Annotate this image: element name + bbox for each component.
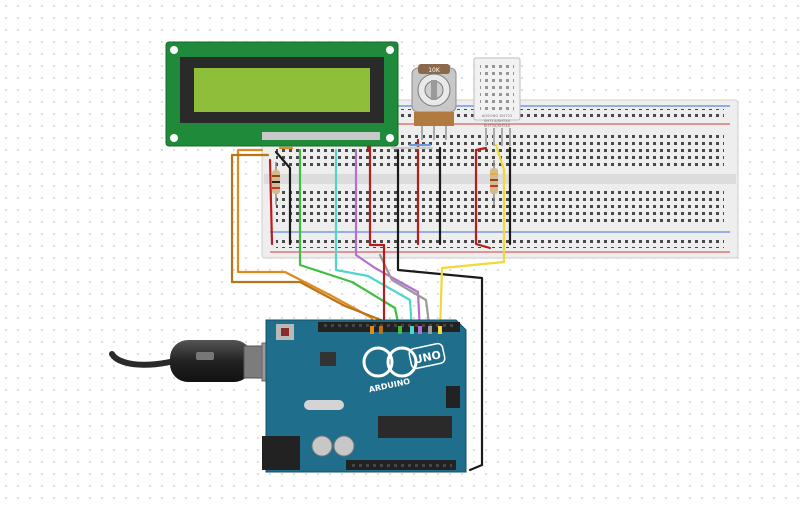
lcd-screen: [194, 68, 370, 112]
wire-purple: [354, 148, 422, 334]
wire-gray: [378, 253, 432, 334]
wire-red-sensor: [474, 146, 492, 250]
sensor-label-2: SHT15/SHT40: [484, 118, 511, 123]
wire-black-gnd: [396, 148, 484, 472]
lcd-module: [165, 41, 399, 147]
sensor-label-3: SHT3X/SHT4X: [484, 123, 511, 128]
usb-cable: [109, 340, 285, 382]
lcd-header-pins: [262, 132, 380, 140]
resistor-sensor: [490, 160, 498, 205]
arduino-model: UNO: [413, 348, 443, 366]
arduino-wire-ends: [370, 326, 442, 334]
wire-yellow-sensor: [438, 143, 506, 334]
resistor-lcd: [272, 162, 280, 205]
wire-green: [298, 148, 402, 334]
sensor-label-1: AOSONG DHT22: [482, 113, 513, 118]
wire-red-lcd-left: [268, 158, 274, 246]
wire-orange: [236, 148, 374, 334]
wire-black-lcd: [274, 150, 292, 246]
humidity-sensor: AOSONG DHT22 SHT15/SHT40 SHT3X/SHT4X: [473, 57, 521, 146]
potentiometer-label: 10K: [428, 67, 441, 74]
wire-cyan: [334, 148, 414, 334]
potentiometer: 10K: [411, 64, 457, 140]
arduino-uno: ARDUINO UNO: [262, 319, 467, 473]
